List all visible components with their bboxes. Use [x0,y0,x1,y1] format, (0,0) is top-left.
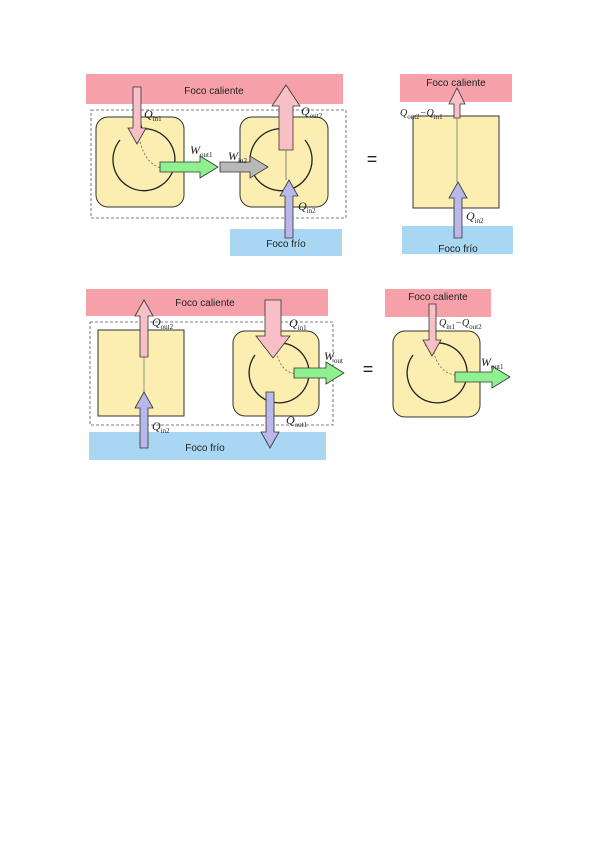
top-system-boundary [90,109,347,219]
top-engine-2-cycle [249,123,313,192]
top-q-in2-label: Qin2 [298,199,316,215]
top-w-in2-arrow [219,155,269,179]
bottom-q-out2-arrow [134,299,154,358]
bottom-right-w-out1-arrow [454,365,511,389]
bottom-right-cycle [406,337,468,404]
bottom-q-in1-arrow [255,299,291,359]
top-right-q-net-label: Qout2−Qin1 [400,108,443,121]
bottom-right-q-net-arrow [422,303,442,357]
bottom-engine-2-cycle [248,337,310,404]
bottom-right-hot-label: Foco caliente [408,292,468,303]
top-right-q-in2-label: Qin2 [466,209,484,225]
bottom-q-out1-arrow [260,391,280,449]
bottom-w-out-arrow [293,361,345,385]
top-engine-1-cycle [112,123,176,192]
top-w-out1-arrow [159,155,219,179]
top-q-in1-arrow [127,86,147,145]
bottom-cold-label: Foco frío [185,443,225,454]
bottom-hot-reservoir [86,289,328,316]
top-diagram: Foco caliente Foco frío Qin1 Wout1 Win2 … [86,74,513,256]
bottom-hot-label: Foco caliente [175,298,235,309]
top-hot-label: Foco caliente [184,86,244,97]
top-w-out1-label: Wout1 [190,143,213,159]
top-w-in2-label: Win2 [228,149,247,165]
top-q-out2-label: Qout2 [301,104,323,120]
bottom-q-out2-label: Qout2 [152,315,174,331]
top-hot-reservoir [86,74,343,104]
bottom-right-q-net-label: Qin1−Qout2 [439,318,482,331]
top-right-cold-label: Foco frío [438,244,478,255]
bottom-right-w-out1-label: Wout1 [481,355,504,371]
bottom-cold-reservoir [89,432,326,460]
top-q-out2-arrow [271,84,301,151]
top-right-q-in2-arrow [448,181,468,239]
bottom-right-hot-reservoir [385,289,491,317]
bottom-w-out-label: Wout [324,349,343,365]
bottom-equals: = [363,359,374,379]
bottom-diagram: Foco caliente Foco frío Qout2 Qin2 Qin1 … [86,289,511,460]
bottom-system-boundary [89,321,334,426]
top-right-q-net-arrow [448,87,466,119]
bottom-q-in2-label: Qin2 [152,419,170,435]
top-right-hot-label: Foco caliente [426,78,486,89]
bottom-q-in1-label: Qin1 [289,316,307,332]
bottom-right-inner-flow [432,347,456,376]
bottom-engine-2-inner-flow [275,347,297,375]
top-equals: = [367,149,378,169]
top-q-in2-arrow [279,179,299,239]
top-cold-label: Foco frío [266,239,306,250]
top-q-in1-label: Qin1 [144,107,162,123]
bottom-q-in2-arrow [134,391,154,449]
bottom-q-out1-label: Qout1 [286,413,308,429]
